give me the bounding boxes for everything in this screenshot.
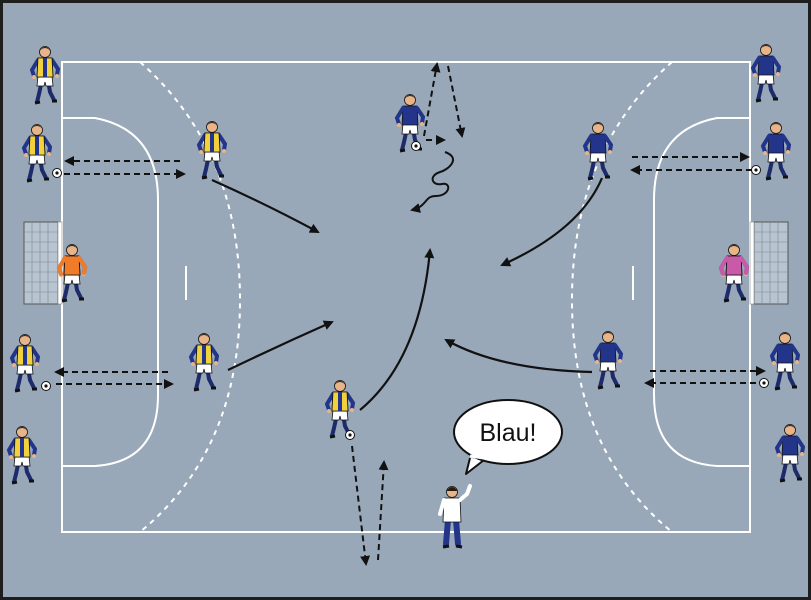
pass-arrow [423,62,441,137]
right-goal [749,221,789,305]
goalkeeper-left [56,242,88,303]
right-free-throw-line [570,61,673,533]
ball [41,381,51,391]
pass-arrow [377,460,389,561]
yellow-shirt-stripes [20,58,342,457]
ball [759,378,769,388]
right-goal-area-line [653,117,750,467]
pass-arrow [447,65,466,138]
left-free-throw-line [139,61,242,533]
run-arrow [227,320,334,371]
run-arrows [211,177,604,411]
ball [751,165,761,175]
court-surface [3,3,808,597]
speech-bubble: Blau! [453,399,563,475]
goalkeeper-right [718,242,750,303]
run-arrow [211,178,320,233]
run-arrow [500,177,604,267]
run-arrow [359,248,435,411]
run-arrow [444,339,593,374]
trainer [438,484,472,549]
left-goal [23,221,63,305]
pass-arrows [54,62,766,566]
dribble-arrow [410,151,454,213]
ball [411,141,421,151]
ball [52,168,62,178]
ball [345,430,355,440]
speech-bubble-text: Blau! [480,419,537,447]
left-goal-area-line [62,117,159,467]
